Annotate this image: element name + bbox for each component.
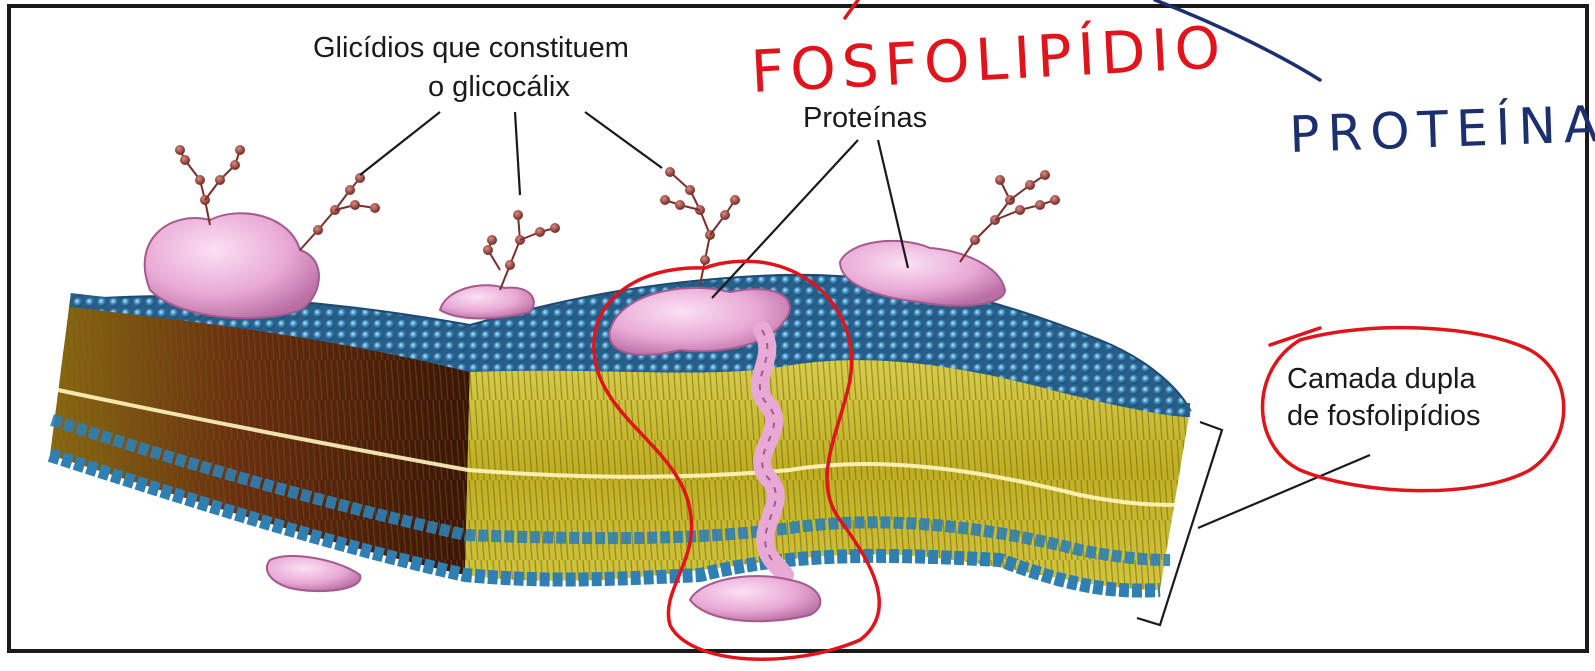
glycocalyx-bead (180, 155, 190, 165)
glycocalyx-bead (1050, 195, 1060, 205)
label-glycocalyx-line1: Glicídios que constituem (313, 32, 629, 64)
glycocalyx-bead (1035, 200, 1045, 210)
label-bilayer-line2: de fosfolipídios (1287, 400, 1480, 432)
label-proteins: Proteínas (803, 102, 927, 134)
glycocalyx-bead (665, 167, 675, 177)
glycocalyx-bead (995, 175, 1005, 185)
glycocalyx-bead (660, 195, 670, 205)
glycocalyx-bead (720, 210, 730, 220)
glycocalyx-bead (195, 175, 205, 185)
glycocalyx-bead (487, 235, 497, 245)
glycocalyx-bead (313, 225, 323, 235)
glycocalyx-bead (230, 160, 240, 170)
label-bilayer-line1: Camada dupla (1287, 363, 1476, 395)
glycocalyx-bead (1040, 170, 1050, 180)
glycocalyx-bead (970, 235, 980, 245)
glycocalyx-bead (345, 185, 355, 195)
glycocalyx-bead (535, 227, 545, 237)
glycocalyx-bead (700, 255, 710, 265)
glycocalyx-bead (175, 145, 185, 155)
glycocalyx-bead (370, 203, 380, 213)
glycocalyx-bead (1025, 180, 1035, 190)
label-glycocalyx-line2: o glicocálix (428, 71, 570, 103)
glycocalyx-bead (513, 210, 523, 220)
glycocalyx-bead (483, 245, 493, 255)
glycocalyx-bead (685, 185, 695, 195)
glycocalyx-bead (350, 200, 360, 210)
blue-handwritten-annotation: PROTEÍNA (1288, 94, 1595, 164)
glycocalyx-bead (1015, 205, 1025, 215)
glycocalyx-bead (235, 145, 245, 155)
glycocalyx-bead (505, 260, 515, 270)
glycocalyx-bead (215, 175, 225, 185)
glycocalyx-bead (675, 200, 685, 210)
glycocalyx-bead (550, 223, 560, 233)
glycocalyx-bead (730, 195, 740, 205)
